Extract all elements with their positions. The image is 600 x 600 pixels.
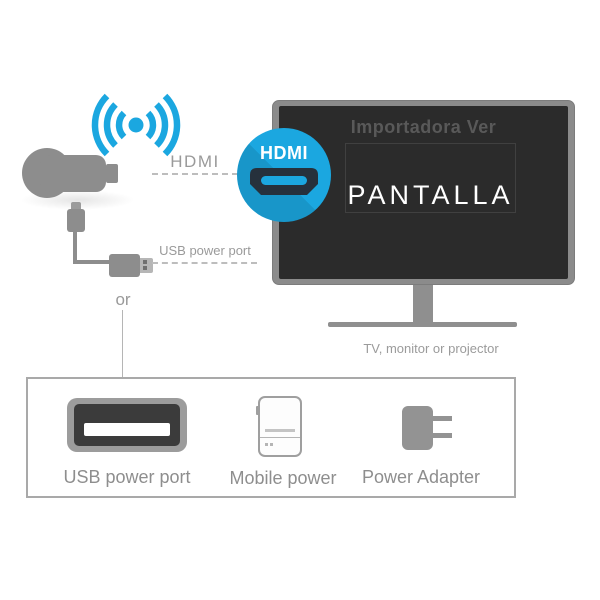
usb-power-dashed-line (152, 262, 257, 264)
usb-port-inner (74, 404, 180, 446)
tv-stand-base (328, 322, 517, 327)
power-bank-led (270, 443, 273, 446)
or-label: or (115, 290, 131, 309)
tv-screen-title: Importadora Ver (350, 117, 497, 137)
micro-usb-plug-icon (71, 202, 81, 211)
option-label-usb-power-port: USB power port (63, 467, 191, 487)
adapter-prong (433, 433, 452, 438)
hdmi-badge: HDMI (237, 128, 331, 222)
power-cable (73, 260, 111, 264)
usb-port-slot (84, 423, 170, 436)
usb-plug-hole (143, 260, 147, 264)
or-connector-line (122, 310, 123, 377)
tv-screen-inner-frame (345, 143, 516, 213)
power-bank-button (256, 406, 259, 415)
usb-port-icon (67, 398, 187, 452)
tv-stand-neck (413, 285, 433, 323)
tv-screen-text: PANTALLA (347, 180, 514, 210)
power-bank-led (265, 443, 268, 446)
hdmi-connection-label: HDMI (170, 152, 220, 171)
power-bank-divider (260, 437, 300, 438)
power-bank-icon (256, 396, 302, 457)
option-label-mobile-power: Mobile power (229, 468, 337, 488)
adapter-prong (433, 416, 452, 421)
usb-a-plug-icon (109, 254, 140, 277)
power-cable (73, 231, 77, 264)
wifi-signal-icon (91, 93, 181, 157)
usb-plug-hole (143, 266, 147, 270)
dongle-body (40, 155, 106, 192)
dongle-hdmi-plug (106, 164, 118, 183)
option-label-power-adapter: Power Adapter (361, 467, 481, 487)
tv-caption: TV, monitor or projector (363, 341, 499, 356)
power-adapter-icon (402, 406, 433, 450)
power-bank-print (265, 429, 295, 432)
usb-a-plug-metal (140, 258, 153, 273)
micro-usb-plug-body (67, 209, 85, 232)
usb-power-port-label: USB power port (159, 243, 251, 258)
hdmi-connector-icon (250, 168, 318, 195)
hdmi-badge-label: HDMI (260, 143, 308, 163)
hdmi-dashed-line (152, 173, 238, 175)
